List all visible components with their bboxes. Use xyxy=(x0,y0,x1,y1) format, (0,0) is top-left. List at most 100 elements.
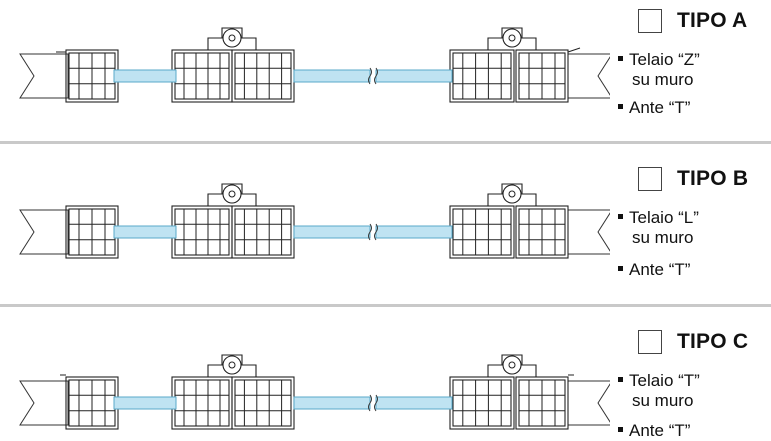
bullet-icon xyxy=(618,377,623,383)
bullet-frame-tipo-a: Telaio “Z” su muro xyxy=(618,50,700,90)
break-mark xyxy=(368,223,372,241)
profile-outline xyxy=(515,49,569,103)
bullet-sash-tipo-a: Ante “T” xyxy=(618,98,690,118)
profile-inner xyxy=(174,379,230,427)
sash-left-a xyxy=(171,205,233,259)
frame-right xyxy=(515,376,569,430)
wall-section xyxy=(567,53,610,99)
handle-outline xyxy=(487,27,537,50)
glass-pane xyxy=(375,225,453,239)
profile-inner xyxy=(234,52,292,100)
wall-section xyxy=(19,209,69,255)
glass-pane xyxy=(375,69,453,83)
handle-hinge xyxy=(487,354,537,377)
section-drawing-tipo-c xyxy=(19,354,610,430)
bullet-icon xyxy=(618,56,623,62)
title-tipo-a: TIPO A xyxy=(677,9,748,32)
profile-outline xyxy=(515,205,569,259)
bullet-frame-tipo-b: Telaio “L” su muro xyxy=(618,208,699,248)
profile-outline xyxy=(449,376,515,430)
handle-pin xyxy=(228,190,236,198)
checkbox-tipo-c[interactable] xyxy=(638,330,662,354)
handle-outline xyxy=(207,183,257,206)
bullet-icon xyxy=(618,427,623,433)
checkbox-tipo-a[interactable] xyxy=(638,9,662,33)
handle-outline xyxy=(207,27,257,50)
sash-right xyxy=(449,205,515,259)
handle-pin xyxy=(228,361,236,369)
glass-pane xyxy=(113,396,177,410)
sash-left-a xyxy=(171,376,233,430)
glass-pane xyxy=(375,396,453,410)
legend-tipo-c: TIPO C Telaio “T” su muro Ante “T” xyxy=(610,307,771,441)
title-tipo-c: TIPO C xyxy=(677,330,749,353)
bullet-icon xyxy=(618,214,623,220)
glass-pane xyxy=(113,69,177,83)
handle-outline xyxy=(207,354,257,377)
separator xyxy=(0,304,771,307)
profile-outline xyxy=(449,49,515,103)
handle-hinge xyxy=(207,354,257,377)
profile-inner xyxy=(452,379,512,427)
frame-left xyxy=(65,376,119,430)
profile-inner xyxy=(234,379,292,427)
profile-inner xyxy=(174,208,230,256)
separator xyxy=(0,141,771,144)
handle-hinge xyxy=(207,27,257,50)
sash-right xyxy=(449,376,515,430)
sash-left-b xyxy=(231,205,295,259)
profile-inner xyxy=(234,208,292,256)
profile-outline xyxy=(171,205,233,259)
handle-outline xyxy=(487,183,537,206)
profile-outline xyxy=(231,49,295,103)
section-drawing-tipo-a xyxy=(19,27,610,103)
profile-inner xyxy=(452,208,512,256)
wall-section xyxy=(19,380,69,426)
bullet-icon xyxy=(618,104,623,110)
profile-outline xyxy=(171,49,233,103)
handle-hinge xyxy=(487,183,537,206)
sash-right xyxy=(449,49,515,103)
profile-inner xyxy=(174,52,230,100)
row-tipo-a: TIPO A Telaio “Z” su muro Ante “T” xyxy=(0,0,771,140)
profile-outline xyxy=(231,205,295,259)
sash-left-a xyxy=(171,49,233,103)
bullet-icon xyxy=(618,266,623,272)
bullet-sash-tipo-c: Ante “T” xyxy=(618,421,690,441)
bullet-frame-tipo-c: Telaio “T” su muro xyxy=(618,371,700,411)
handle-pin xyxy=(228,34,236,42)
handle-hinge xyxy=(487,27,537,50)
frame-left xyxy=(65,205,119,259)
profile-outline xyxy=(231,376,295,430)
frame-left xyxy=(65,49,119,103)
break-mark xyxy=(374,223,378,241)
title-tipo-b: TIPO B xyxy=(677,167,749,190)
handle-pin xyxy=(508,361,516,369)
frame-right xyxy=(515,205,569,259)
row-tipo-b: TIPO B Telaio “L” su muro Ante “T” xyxy=(0,144,771,304)
bullet-sash-tipo-b: Ante “T” xyxy=(618,260,690,280)
legend-tipo-a: TIPO A Telaio “Z” su muro Ante “T” xyxy=(610,0,771,140)
section-drawing-tipo-b xyxy=(19,183,610,259)
break-mark xyxy=(374,394,378,412)
checkbox-tipo-b[interactable] xyxy=(638,167,662,191)
handle-outline xyxy=(487,354,537,377)
glass-pane xyxy=(113,225,177,239)
profile-outline xyxy=(171,376,233,430)
break-mark xyxy=(374,67,378,85)
glass-pane xyxy=(293,69,371,83)
profile-inner xyxy=(452,52,512,100)
break-mark xyxy=(368,394,372,412)
handle-pin xyxy=(508,34,516,42)
sash-left-b xyxy=(231,376,295,430)
handle-pin xyxy=(508,190,516,198)
legend-tipo-b: TIPO B Telaio “L” su muro Ante “T” xyxy=(610,144,771,304)
wall-section xyxy=(19,53,69,99)
frame-flange xyxy=(567,47,581,53)
profile-outline xyxy=(449,205,515,259)
wall-section xyxy=(567,380,610,426)
handle-hinge xyxy=(207,183,257,206)
frame-right xyxy=(515,49,569,103)
sash-left-b xyxy=(231,49,295,103)
glass-pane xyxy=(293,225,371,239)
